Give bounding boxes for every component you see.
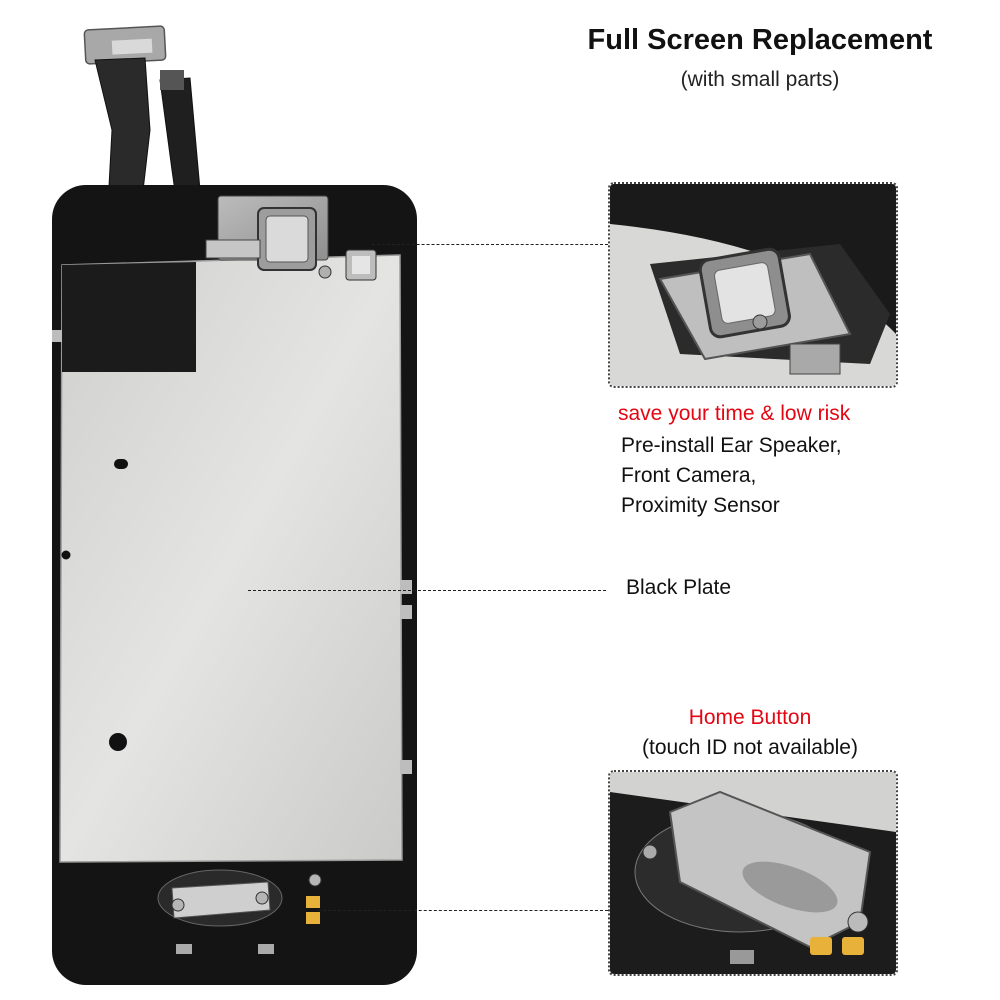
ear-speaker: [205, 195, 332, 279]
home-button-bracket: [157, 869, 322, 954]
ear-speaker-closeup: [608, 182, 898, 388]
home-button-connector: [318, 910, 608, 911]
ear-speaker-connector: [372, 244, 608, 245]
home-button-note: (touch ID not available): [642, 736, 858, 759]
home-button-closeup: [608, 770, 898, 976]
feature-line-front-camera: Front Camera,: [621, 464, 757, 487]
black-plate-label: Black Plate: [626, 576, 732, 599]
product-title: Full Screen Replacement: [587, 24, 933, 56]
feature-line-proximity-sensor: Proximity Sensor: [621, 494, 780, 517]
home-button-closeup-image: [610, 772, 896, 974]
home-button-label: Home Button: [688, 706, 812, 729]
plate-connector: [248, 590, 606, 591]
proximity-sensor: [345, 249, 377, 281]
feature-line-ear-speaker: Pre-install Ear Speaker,: [621, 434, 842, 457]
screen-assembly-illustration: [52, 25, 417, 985]
product-subtitle: (with small parts): [680, 68, 840, 91]
feature-highlight: save your time & low risk: [618, 402, 851, 425]
ear-speaker-closeup-image: [610, 184, 896, 386]
